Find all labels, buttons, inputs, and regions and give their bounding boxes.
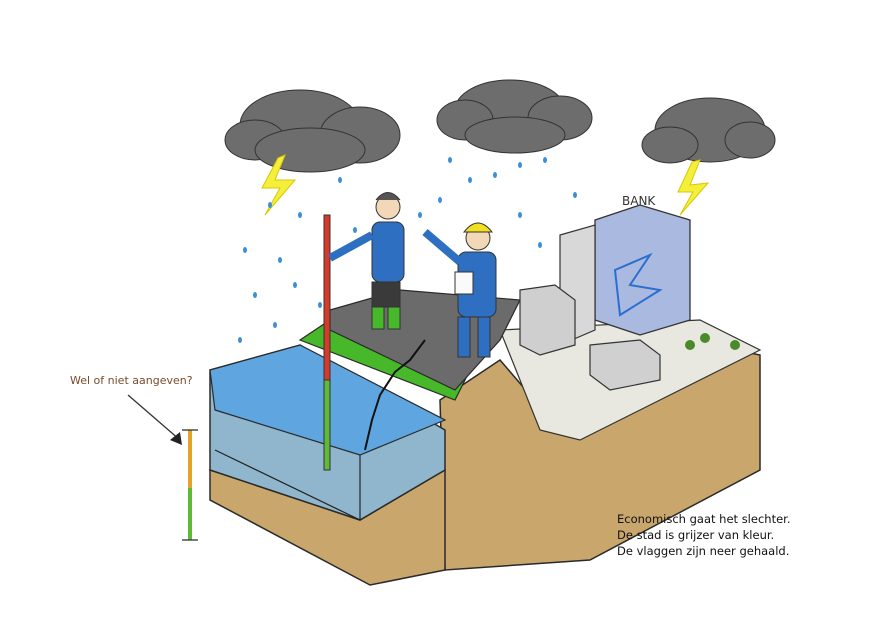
- caption-line: De vlaggen zijn neer gehaald.: [617, 544, 790, 558]
- bank-sign: BANK: [622, 194, 656, 208]
- lightning-bolt: [261, 154, 297, 216]
- low-building: [589, 339, 661, 391]
- bank-tower: [594, 204, 691, 336]
- storm-cloud: [641, 97, 776, 164]
- tree: [700, 333, 710, 343]
- caption: Economisch gaat het slechter. De stad is…: [617, 511, 790, 559]
- mid-building: [519, 284, 576, 356]
- storm-cloud: [436, 79, 593, 154]
- storm-cloud: [224, 89, 401, 173]
- person-inspector: [422, 222, 497, 358]
- gauge-marker: [170, 432, 182, 445]
- crack-line: [364, 339, 426, 451]
- caption-line: Economisch gaat het slechter.: [617, 512, 791, 526]
- lightning-bolt: [677, 159, 710, 216]
- bank-tower-stripe: [613, 252, 663, 317]
- annotation-pointer: [127, 394, 181, 441]
- earth-block-side: [439, 349, 761, 571]
- annotation-label: Wel of niet aangeven?: [70, 374, 193, 387]
- measuring-pole-lower: [323, 379, 331, 471]
- caption-line: De stad is grijzer van kleur.: [617, 528, 775, 542]
- tree: [730, 340, 740, 350]
- person-observer: [328, 192, 405, 330]
- water-edge-line: [214, 449, 361, 521]
- rain: [238, 157, 577, 343]
- tree: [685, 340, 695, 350]
